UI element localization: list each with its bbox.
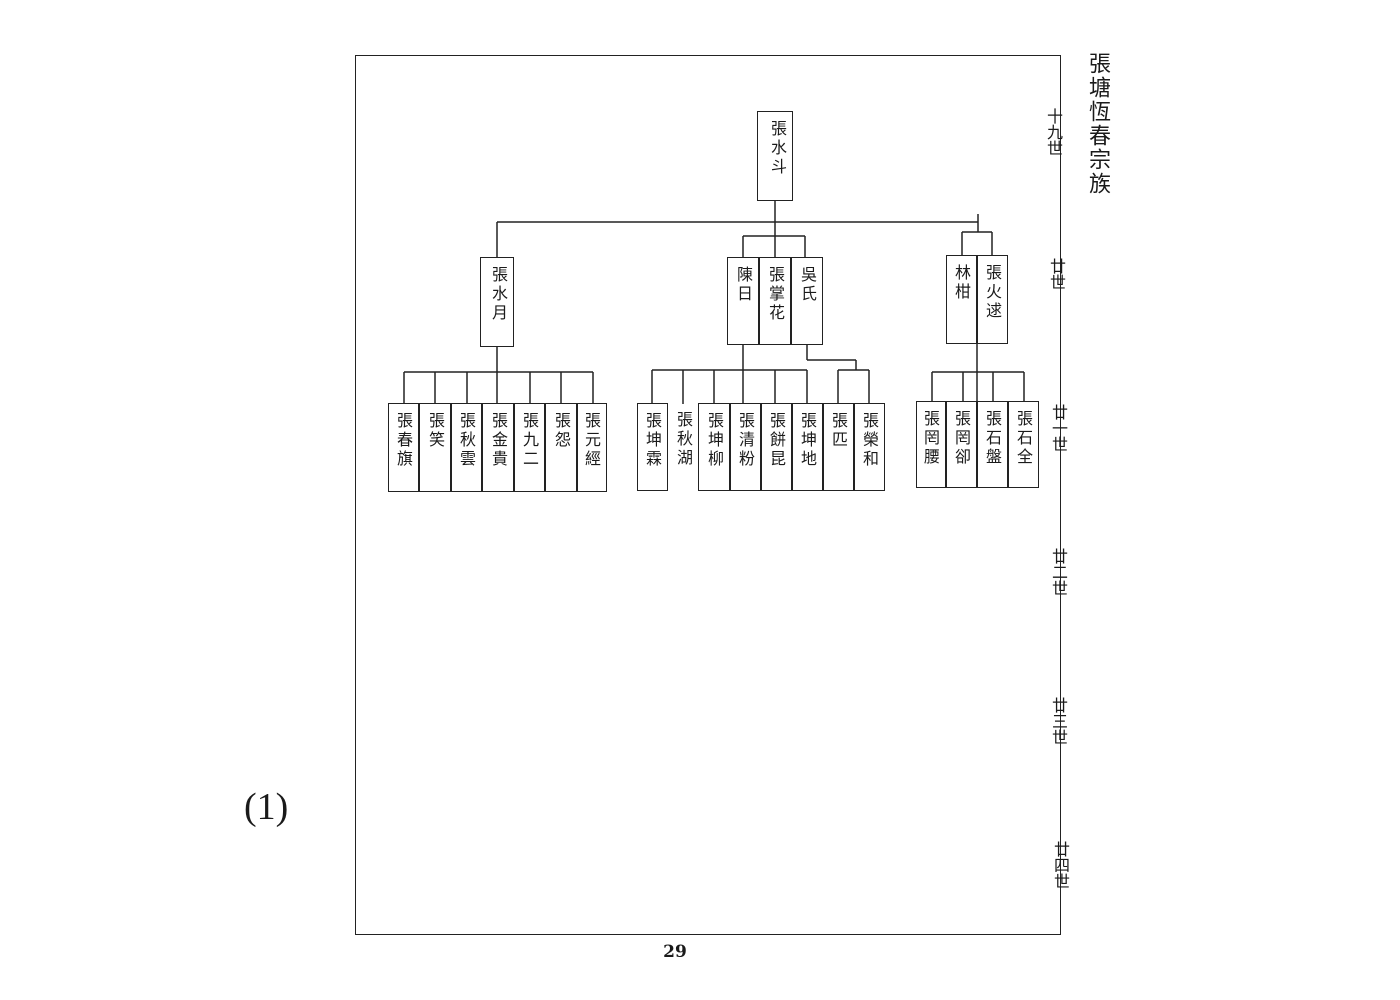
person-box: 張火逑 — [977, 255, 1008, 344]
person-box: 張九二 — [514, 403, 545, 492]
person-box: 張坤地 — [792, 403, 823, 491]
person-box: 張清粉 — [730, 403, 761, 491]
person-box: 張石全 — [1008, 401, 1039, 488]
person-box: 張坤霖 — [637, 403, 668, 491]
person-box: 張罔卻 — [946, 401, 977, 488]
person-box: 張秋雲 — [451, 403, 482, 492]
genealogy-frame — [355, 55, 1061, 935]
generation-label: 廿二世 — [1049, 548, 1068, 596]
person-box: 張元經 — [577, 403, 607, 492]
person-box: 陳日 — [727, 257, 759, 345]
person-box: 張石盤 — [977, 401, 1008, 488]
person-box: 吳氏 — [791, 257, 823, 345]
person-box: 張掌花 — [759, 257, 791, 345]
generation-label: 廿三世 — [1049, 697, 1068, 745]
person-box: 張金貴 — [482, 403, 514, 492]
section-marker: (1) — [244, 786, 289, 828]
person-box: 林柑 — [946, 255, 977, 344]
generation-label: 十九世 — [1044, 108, 1063, 156]
page-number: 29 — [663, 942, 687, 962]
clan-title: 張塘恆春宗族 — [1085, 52, 1110, 196]
generation-label: 廿一世 — [1049, 404, 1068, 452]
person-box: 張春旗 — [388, 403, 419, 492]
person-label-unboxed: 張秋湖 — [674, 411, 693, 468]
person-box: 張匹 — [823, 403, 854, 491]
generation-label: 廿世 — [1047, 258, 1066, 290]
person-box: 張水月 — [480, 257, 514, 347]
person-box: 張榮和 — [854, 403, 885, 491]
person-box: 張餅昆 — [761, 403, 792, 491]
generation-label: 廿四世 — [1051, 841, 1070, 889]
person-box: 張怨 — [545, 403, 577, 492]
person-box: 張笑 — [419, 403, 451, 492]
person-box: 張坤柳 — [698, 403, 730, 491]
person-box-root: 張水斗 — [757, 111, 793, 201]
person-box: 張罔腰 — [916, 401, 946, 488]
